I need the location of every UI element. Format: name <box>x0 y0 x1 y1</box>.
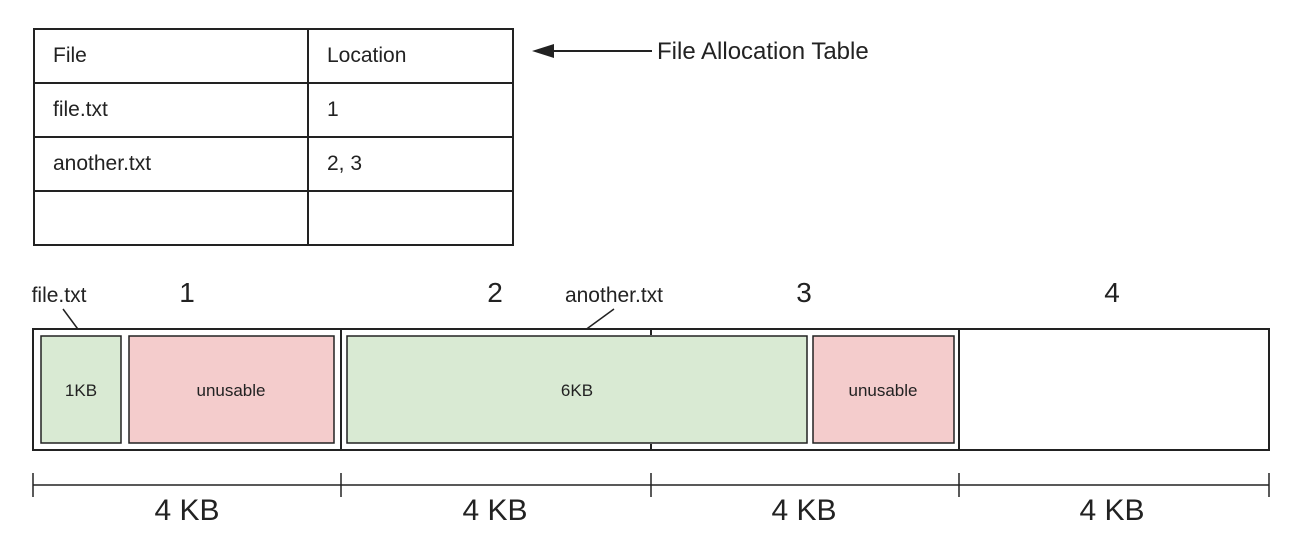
segment-unusable-2 <box>812 335 955 444</box>
cell-location: 2, 3 <box>307 136 514 192</box>
block-number-1: 1 <box>179 277 195 308</box>
fat-title-label: File Allocation Table <box>657 38 869 65</box>
callout-another-txt: another.txt <box>565 284 663 307</box>
segment-unusable-2-label: unusable <box>848 381 917 400</box>
table-row: another.txt 2, 3 <box>33 136 514 192</box>
segment-another-txt <box>346 335 808 444</box>
left-arrow-icon <box>532 44 652 58</box>
header-location: Location <box>307 28 514 84</box>
block-size-label: 4 KB <box>154 494 219 527</box>
block-number-3: 3 <box>796 277 812 308</box>
cell-file: file.txt <box>33 82 309 138</box>
segment-file-txt-label: 1KB <box>65 381 97 400</box>
segment-another-txt-label: 6KB <box>561 381 593 400</box>
file-allocation-table: File Location file.txt 1 another.txt 2, … <box>33 28 514 246</box>
segment-file-txt <box>40 335 122 444</box>
block-number-4: 4 <box>1104 277 1120 308</box>
segment-unusable-1 <box>128 335 335 444</box>
table-row: file.txt 1 <box>33 82 514 138</box>
callout-file-txt: file.txt <box>32 284 87 307</box>
segment-unusable-1-label: unusable <box>196 381 265 400</box>
table-header-row: File Location <box>33 28 514 84</box>
cell-file <box>33 190 309 246</box>
cell-file: another.txt <box>33 136 309 192</box>
block-size-label: 4 KB <box>462 494 527 527</box>
cell-location: 1 <box>307 82 514 138</box>
header-file: File <box>33 28 309 84</box>
block-size-label: 4 KB <box>771 494 836 527</box>
cell-location <box>307 190 514 246</box>
block-size-label: 4 KB <box>1079 494 1144 527</box>
block-number-2: 2 <box>487 277 503 308</box>
table-row <box>33 190 514 246</box>
